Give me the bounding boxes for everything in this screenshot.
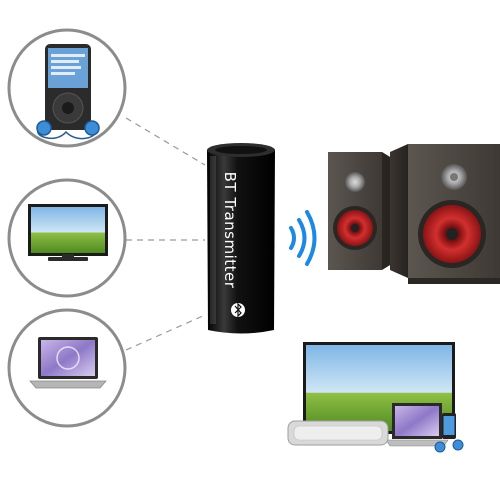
smartphone-icon <box>442 413 456 439</box>
bt-transmitter-dongle: BT Transmitter <box>207 143 275 334</box>
earphones-icon <box>434 439 464 453</box>
bluetooth-icon <box>231 302 245 318</box>
tv-circle <box>7 178 127 298</box>
laptop-circle <box>7 308 127 428</box>
connector-line-top <box>125 117 206 166</box>
connector-line-bottom <box>125 314 206 351</box>
output-device-group <box>287 342 464 453</box>
connector-lines <box>125 117 206 351</box>
laptop-icon <box>29 337 107 389</box>
soundbar-icon <box>287 420 389 446</box>
wireless-signal-icon <box>289 210 317 266</box>
transmitter-label: BT Transmitter <box>221 172 239 289</box>
laptop-icon <box>385 403 449 447</box>
earphones-icon <box>36 120 52 136</box>
music-player-icon <box>36 44 100 140</box>
mp3-player-circle <box>7 28 127 148</box>
left-speaker <box>328 152 395 270</box>
tv-icon <box>28 204 108 261</box>
right-speaker <box>390 144 500 284</box>
bookshelf-speakers-icon <box>328 144 500 284</box>
